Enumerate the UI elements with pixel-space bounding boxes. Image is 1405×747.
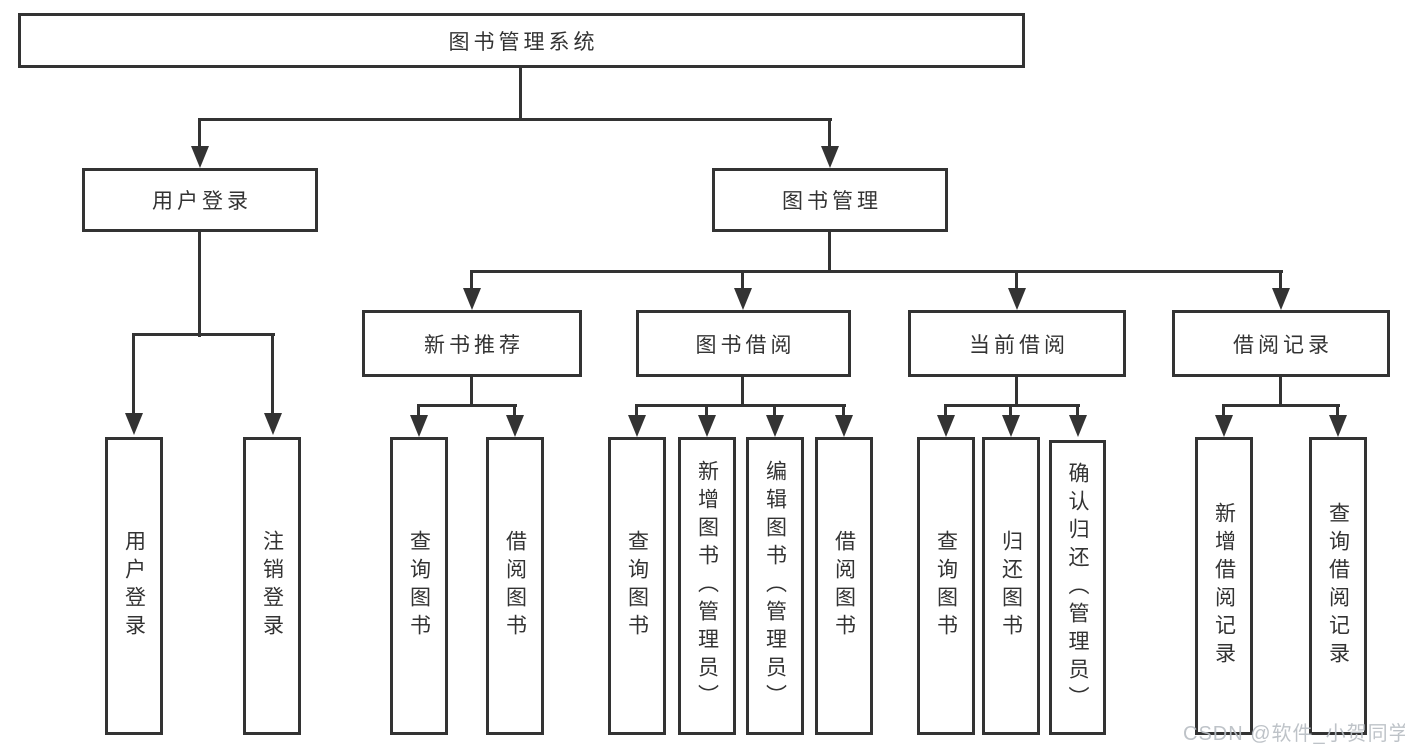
connector-book-borrow-split <box>635 404 846 407</box>
arrow-down-icon <box>1329 415 1347 437</box>
leaf-br-add-record-label: 新增借阅记录 <box>1212 502 1236 670</box>
leaf-cb-query-books: 查询图书 <box>917 437 975 735</box>
connector-user-login-split <box>132 333 275 336</box>
arrow-down-icon <box>264 413 282 435</box>
connector-user-login-stem <box>198 232 201 337</box>
arrow-down-icon <box>937 415 955 437</box>
connector-drop-cb-confirm-return <box>1076 404 1079 417</box>
connector-drop-br-query-record <box>1336 404 1339 417</box>
csdn-watermark: CSDN @软件_小贺同学 <box>1183 723 1405 745</box>
leaf-bb-query-books: 查询图书 <box>608 437 666 735</box>
connector-drop-cb-query-books <box>944 404 947 417</box>
arrow-down-icon <box>1008 288 1026 310</box>
connector-drop-new-book-recommend <box>470 270 473 290</box>
connector-current-borrow-split <box>944 404 1080 407</box>
node-user-login-label: 用户登录 <box>152 190 252 213</box>
connector-drop-br-add-record <box>1222 404 1225 417</box>
arrow-down-icon <box>821 146 839 168</box>
connector-drop-bb-query-books <box>635 404 638 417</box>
connector-book-management-stem <box>828 232 831 272</box>
node-root: 图书管理系统 <box>18 13 1025 68</box>
arrow-down-icon <box>1215 415 1233 437</box>
connector-drop-current-borrow <box>1015 270 1018 290</box>
leaf-logout-label: 注销登录 <box>260 530 284 642</box>
leaf-br-query-record: 查询借阅记录 <box>1309 437 1367 735</box>
leaf-cb-confirm-return-admin-label: 确认归还（管理员） <box>1066 461 1089 714</box>
leaf-bb-add-book-admin-label: 新增图书（管理员） <box>695 460 719 712</box>
leaf-rec-query-books: 查询图书 <box>390 437 448 735</box>
arrow-down-icon <box>125 413 143 435</box>
leaf-user-login-label: 用户登录 <box>122 530 146 642</box>
connector-root-stem <box>519 66 522 120</box>
node-root-label: 图书管理系统 <box>448 30 599 54</box>
leaf-br-query-record-label: 查询借阅记录 <box>1326 502 1350 670</box>
node-borrow-records-label: 借阅记录 <box>1233 333 1333 357</box>
connector-drop-bb-edit-book <box>773 404 776 417</box>
node-current-borrow-label: 当前借阅 <box>969 333 1069 357</box>
arrow-down-icon <box>698 415 716 437</box>
node-book-borrow-label: 图书借阅 <box>695 333 796 357</box>
arrow-down-icon <box>766 415 784 437</box>
node-book-management-label: 图书管理 <box>782 190 882 213</box>
leaf-cb-query-books-label: 查询图书 <box>934 530 958 642</box>
connector-current-borrow-stem <box>1015 377 1018 406</box>
leaf-bb-borrow-books-label: 借阅图书 <box>832 530 856 642</box>
arrow-down-icon <box>463 288 481 310</box>
connector-borrow-records-stem <box>1279 377 1282 406</box>
connector-drop-cb-return-books <box>1009 404 1012 417</box>
connector-drop-bb-borrow-books <box>842 404 845 417</box>
node-book-management: 图书管理 <box>712 168 948 232</box>
arrow-down-icon <box>835 415 853 437</box>
node-new-book-recommend: 新书推荐 <box>362 310 582 377</box>
leaf-cb-return-books-label: 归还图书 <box>999 530 1023 642</box>
leaf-bb-edit-book-admin-label: 编辑图书（管理员） <box>763 460 787 712</box>
connector-new-book-recommend-stem <box>470 377 473 406</box>
connector-drop-leaf-user-login <box>132 333 135 415</box>
leaf-bb-add-book-admin: 新增图书（管理员） <box>678 437 736 735</box>
arrow-down-icon <box>1002 415 1020 437</box>
arrow-down-icon <box>1069 415 1087 437</box>
connector-book-management-split <box>470 270 1283 273</box>
leaf-bb-query-books-label: 查询图书 <box>625 530 649 642</box>
connector-drop-rec-borrow-books <box>513 404 516 417</box>
node-current-borrow: 当前借阅 <box>908 310 1126 377</box>
leaf-rec-borrow-books: 借阅图书 <box>486 437 544 735</box>
connector-drop-user-login <box>198 118 201 148</box>
leaf-bb-edit-book-admin: 编辑图书（管理员） <box>746 437 804 735</box>
leaf-user-login: 用户登录 <box>105 437 163 735</box>
leaf-rec-borrow-books-label: 借阅图书 <box>503 530 527 642</box>
leaf-cb-return-books: 归还图书 <box>982 437 1040 735</box>
connector-drop-leaf-logout <box>271 333 274 415</box>
connector-new-book-recommend-split <box>417 404 517 407</box>
connector-drop-book-management <box>828 118 831 148</box>
leaf-cb-confirm-return-admin: 确认归还（管理员） <box>1049 440 1106 735</box>
arrow-down-icon <box>191 146 209 168</box>
connector-borrow-records-split <box>1222 404 1340 407</box>
node-borrow-records: 借阅记录 <box>1172 310 1390 377</box>
leaf-br-add-record: 新增借阅记录 <box>1195 437 1253 735</box>
connector-drop-rec-query-books <box>417 404 420 417</box>
arrow-down-icon <box>734 288 752 310</box>
arrow-down-icon <box>410 415 428 437</box>
leaf-logout: 注销登录 <box>243 437 301 735</box>
arrow-down-icon <box>628 415 646 437</box>
connector-root-split <box>198 118 832 121</box>
arrow-down-icon <box>506 415 524 437</box>
node-book-borrow: 图书借阅 <box>636 310 851 377</box>
node-user-login: 用户登录 <box>82 168 318 232</box>
connector-drop-borrow-records <box>1279 270 1282 290</box>
arrow-down-icon <box>1272 288 1290 310</box>
leaf-rec-query-books-label: 查询图书 <box>407 530 431 642</box>
connector-drop-book-borrow <box>741 270 744 290</box>
leaf-bb-borrow-books: 借阅图书 <box>815 437 873 735</box>
node-new-book-recommend-label: 新书推荐 <box>424 333 524 357</box>
connector-book-borrow-stem <box>741 377 744 406</box>
connector-drop-bb-add-book <box>705 404 708 417</box>
